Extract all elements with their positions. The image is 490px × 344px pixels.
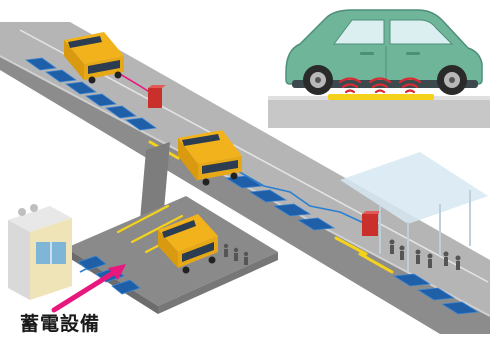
bus-shelter-icon <box>340 152 488 272</box>
storage-building-icon <box>8 204 72 300</box>
caption-storage-equipment: 蓄電設備 <box>20 313 101 335</box>
branch-road <box>140 142 170 220</box>
caption-pointer-arrow <box>51 264 126 313</box>
wireless-wave-icon <box>338 77 422 94</box>
road-top-surface <box>0 22 490 316</box>
inset-ground <box>268 98 490 128</box>
car-icon <box>285 9 483 95</box>
inset-charging-pad <box>328 94 434 100</box>
bus-icon <box>64 32 242 274</box>
depot-passengers <box>223 243 249 265</box>
car-inset <box>268 0 490 128</box>
road-side-face <box>0 52 490 334</box>
